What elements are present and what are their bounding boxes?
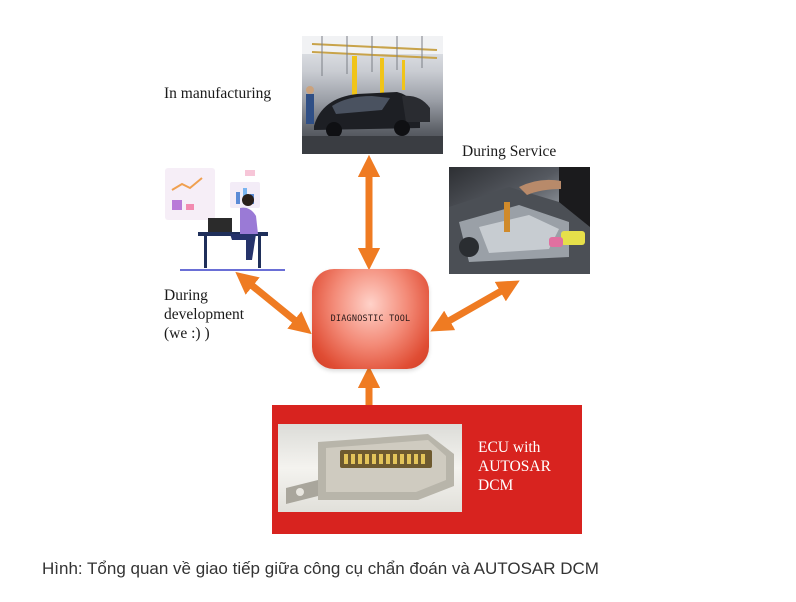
service-photo [449, 167, 590, 274]
ecu-label-line-3: DCM [478, 477, 514, 494]
arrow-development [235, 271, 312, 335]
ecu-label-line-1: ECU with [478, 439, 541, 456]
ecu-label: ECU with AUTOSAR DCM [478, 438, 578, 495]
arrow-service [430, 280, 520, 332]
ecu-photo-art [286, 434, 454, 504]
service-label: During Service [462, 143, 557, 160]
diagnostic-tool-node: DIAGNOSTIC TOOL [312, 269, 429, 369]
developer-illustration [160, 160, 290, 275]
development-label-line-1: During [164, 287, 208, 304]
developer-illustration-art [165, 168, 285, 271]
diagnostic-tool-label: DIAGNOSTIC TOOL [330, 314, 411, 324]
manufacturing-label: In manufacturing [164, 85, 272, 102]
service-photo-art [449, 167, 590, 274]
ecu-photo [278, 424, 462, 512]
ecu-label-line-2: AUTOSAR [478, 458, 551, 475]
development-label-line-2: development [164, 306, 245, 323]
development-label-line-3: (we :) ) [164, 325, 210, 342]
figure-caption: Hình: Tổng quan về giao tiếp giữa công c… [42, 559, 599, 578]
factory-photo [302, 36, 443, 154]
factory-photo-art [302, 36, 443, 154]
development-label: During development (we :) ) [164, 286, 244, 343]
